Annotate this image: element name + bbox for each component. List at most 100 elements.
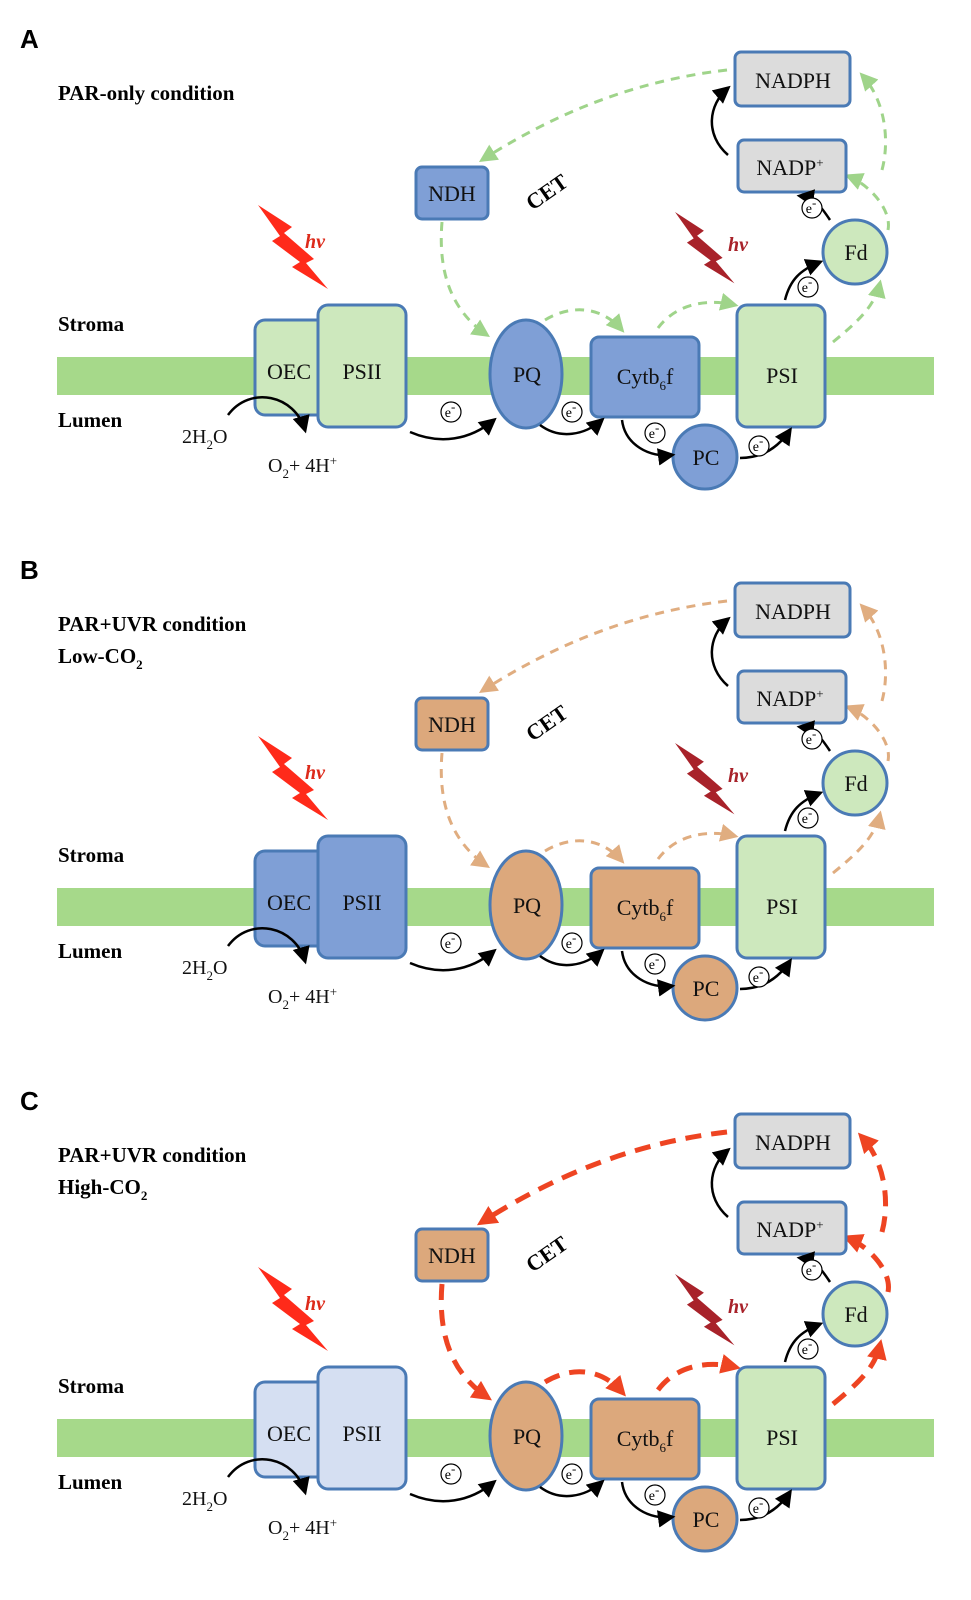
nadp-label: NADP+ xyxy=(756,686,823,711)
electron-marker: e- xyxy=(440,399,462,423)
nadph-box xyxy=(733,50,852,108)
electron-transfer-arrow xyxy=(710,85,731,156)
oec-label: OEC xyxy=(267,1421,311,1446)
cet-flow-arrow xyxy=(543,1369,626,1397)
condition-subtitle: High-CO2 xyxy=(58,1175,147,1203)
electron-label: e- xyxy=(753,964,764,986)
lightning-psii-icon xyxy=(258,205,328,289)
panel-letter: A xyxy=(20,24,39,54)
nadp-box xyxy=(736,138,848,194)
cet-flow-arrow xyxy=(831,1339,887,1406)
electron-circle xyxy=(797,1338,819,1360)
lightning-psi-icon xyxy=(675,743,735,815)
psi-label: PSI xyxy=(766,1425,798,1450)
electron-marker: e- xyxy=(561,930,583,954)
ndh-label: NDH xyxy=(428,712,476,737)
electron-marker: e- xyxy=(801,1257,823,1281)
electron-transfer-arrow xyxy=(783,790,824,832)
cet-flow-arrow xyxy=(476,1129,728,1226)
oec-label: OEC xyxy=(267,890,311,915)
hv-label-psi: hv xyxy=(728,234,749,256)
electron-circle xyxy=(644,953,666,975)
electron-marker: e- xyxy=(801,726,823,750)
fd-protein xyxy=(821,749,889,817)
electron-marker: e- xyxy=(797,274,819,298)
oxygen-label: O2+ 4H+ xyxy=(268,453,337,481)
oxygen-label: O2+ 4H+ xyxy=(268,984,337,1012)
psii-label: PSII xyxy=(342,1421,381,1446)
electron-marker: e- xyxy=(797,1336,819,1360)
electron-marker: e- xyxy=(440,930,462,954)
electron-circle xyxy=(797,807,819,829)
electron-transfer-arrow xyxy=(783,1321,824,1363)
electron-circle xyxy=(797,276,819,298)
pc-label: PC xyxy=(693,445,720,470)
psi-label: PSI xyxy=(766,363,798,388)
nadp-label: NADP+ xyxy=(756,155,823,180)
hv-label-psii: hv xyxy=(305,762,326,784)
lumen-label: Lumen xyxy=(58,408,123,432)
hv-label-psii: hv xyxy=(305,1293,326,1315)
cet-flow-arrow xyxy=(656,823,739,860)
electron-marker: e- xyxy=(561,399,583,423)
cet-flow-arrow xyxy=(544,839,625,864)
nadph-label: NADPH xyxy=(755,599,831,624)
electron-marker: e- xyxy=(561,1461,583,1485)
electron-circle xyxy=(561,401,583,423)
pq-pool xyxy=(488,849,564,961)
psii-complex xyxy=(316,303,408,429)
cet-flow-arrow xyxy=(842,1234,891,1293)
electron-label: e- xyxy=(649,951,660,973)
electron-marker: e- xyxy=(748,964,770,988)
electron-marker: e- xyxy=(644,420,666,444)
psi-complex xyxy=(735,303,827,429)
cet-flow-arrow xyxy=(478,68,728,162)
nadph-box xyxy=(733,1112,852,1170)
electron-marker: e- xyxy=(644,1482,666,1506)
lumen-label: Lumen xyxy=(58,939,123,963)
electron-transfer-arrow xyxy=(739,1489,792,1522)
water-splitting-arrow xyxy=(226,396,310,434)
ndh-complex xyxy=(414,696,490,752)
cytb6f-label: Cytb6f xyxy=(617,1426,674,1455)
hv-label-psi: hv xyxy=(728,765,749,787)
electron-circle xyxy=(440,401,462,423)
pq-pool xyxy=(488,318,564,430)
hv-label-psi: hv xyxy=(728,1296,749,1318)
cet-flow-arrow xyxy=(832,279,886,344)
cytb6f-complex xyxy=(589,866,701,950)
lightning-psii-icon xyxy=(258,1267,328,1351)
electron-circle xyxy=(748,966,770,988)
psii-label: PSII xyxy=(342,359,381,384)
cet-label: CET xyxy=(521,699,573,746)
cytb6f-label: Cytb6f xyxy=(617,895,674,924)
electron-marker: e- xyxy=(748,433,770,457)
electron-circle xyxy=(748,1497,770,1519)
psii-label: PSII xyxy=(342,890,381,915)
psi-complex xyxy=(735,1365,827,1491)
electron-label: e- xyxy=(753,433,764,455)
electron-label: e- xyxy=(802,274,813,296)
electron-label: e- xyxy=(566,930,577,952)
electron-label: e- xyxy=(649,420,660,442)
electron-transfer-arrow xyxy=(620,1481,676,1528)
electron-transfer-arrow xyxy=(739,427,792,460)
lightning-psi-icon xyxy=(675,1274,735,1346)
water-label: 2H2O xyxy=(182,426,227,452)
pc-label: PC xyxy=(693,976,720,1001)
cet-label: CET xyxy=(521,168,573,215)
nadph-label: NADPH xyxy=(755,1130,831,1155)
ndh-complex xyxy=(414,165,490,221)
electron-label: e- xyxy=(566,1461,577,1483)
electron-transfer-arrow xyxy=(539,1479,605,1498)
electron-circle xyxy=(801,197,823,219)
electron-label: e- xyxy=(806,195,817,217)
psii-complex xyxy=(316,834,408,960)
psi-complex xyxy=(735,834,827,960)
electron-label: e- xyxy=(649,1482,660,1504)
cet-flow-arrow xyxy=(859,603,888,702)
cet-flow-arrow xyxy=(656,292,739,329)
electron-transfer-arrow xyxy=(739,958,792,991)
